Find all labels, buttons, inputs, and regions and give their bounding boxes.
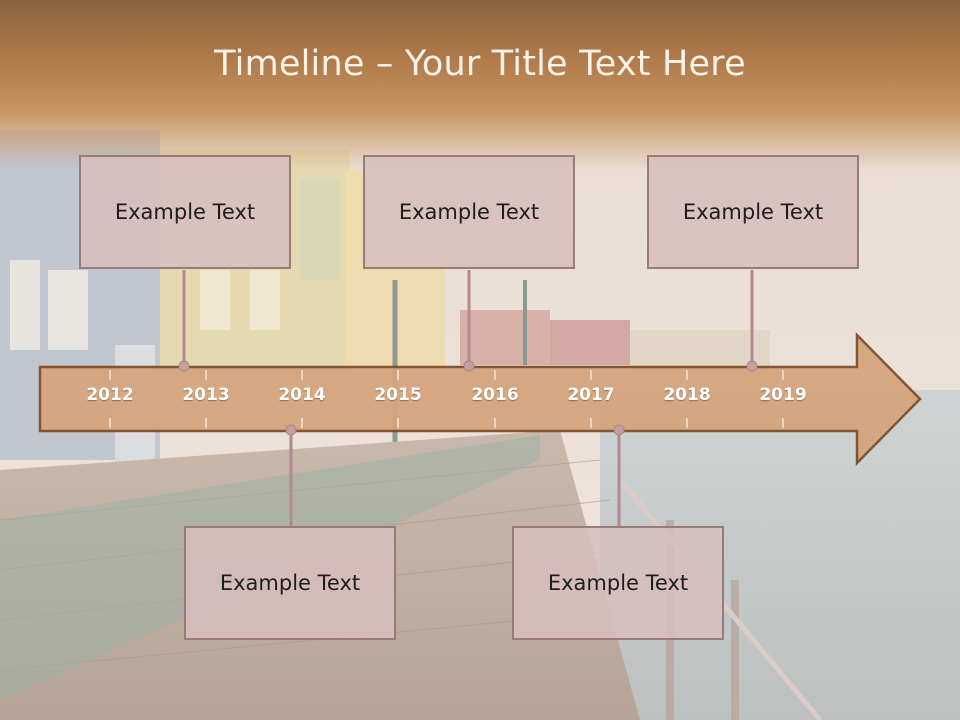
year-label: 2015	[374, 385, 422, 405]
connector-dot	[463, 360, 475, 372]
page-title: Timeline – Your Title Text Here	[214, 44, 746, 84]
year-label: 2019	[759, 385, 807, 405]
connector-dot	[285, 424, 297, 436]
event-box-text: Example Text	[114, 200, 256, 224]
event-box-text: Example Text	[398, 200, 540, 224]
event-box-top[interactable]: Example Text	[363, 155, 575, 269]
year-label: 2014	[278, 385, 326, 405]
event-box-top[interactable]: Example Text	[647, 155, 859, 269]
header-band	[0, 0, 960, 170]
connector-dot	[613, 424, 625, 436]
year-label: 2013	[182, 385, 230, 405]
event-box-text: Example Text	[682, 200, 824, 224]
connector-dot	[178, 360, 190, 372]
event-box-text: Example Text	[547, 571, 689, 595]
connector-dot	[746, 360, 758, 372]
event-box-bottom[interactable]: Example Text	[184, 526, 396, 640]
event-box-bottom[interactable]: Example Text	[512, 526, 724, 640]
year-label: 2016	[471, 385, 519, 405]
timeline-arrow	[38, 331, 922, 467]
year-label: 2012	[86, 385, 134, 405]
year-label: 2018	[663, 385, 711, 405]
event-box-text: Example Text	[219, 571, 361, 595]
year-label: 2017	[567, 385, 615, 405]
event-box-top[interactable]: Example Text	[79, 155, 291, 269]
